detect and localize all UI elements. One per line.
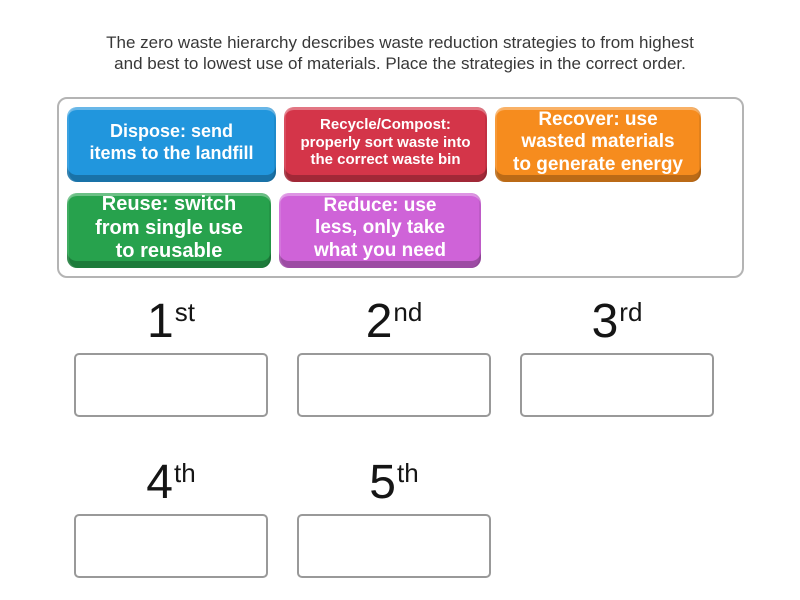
slot-1st-label: 1st [74,287,268,347]
slot-5th-label: 5th [297,448,491,508]
slot-3rd: 3rd [520,287,714,417]
slot-1st: 1st [74,287,268,417]
slot-4th-number: 4 [146,456,173,509]
slot-4th-dropzone[interactable] [74,514,268,578]
slot-4th: 4th [74,448,268,578]
tile-dispose[interactable]: Dispose: send items to the landfill [67,107,276,182]
tile-tray: Dispose: send items to the landfill Recy… [57,97,744,278]
slots-row-1: 1st 2nd 3rd [74,287,800,417]
tile-reuse[interactable]: Reuse: switch from single use to reusabl… [67,193,271,268]
tile-reduce-label: Reduce: use less, only take what you nee… [314,195,446,261]
tile-dispose-label: Dispose: send items to the landfill [89,121,254,163]
slot-3rd-number: 3 [591,295,619,348]
slot-2nd-suffix: nd [393,297,423,327]
slots-row-2: 4th 5th [74,448,800,578]
slot-2nd-number: 2 [365,295,393,348]
slot-2nd: 2nd [297,287,491,417]
slot-2nd-label: 2nd [297,287,491,347]
tile-reduce[interactable]: Reduce: use less, only take what you nee… [279,193,481,268]
slot-5th-number: 5 [369,456,396,509]
slot-5th-dropzone[interactable] [297,514,491,578]
tile-reuse-label: Reuse: switch from single use to reusabl… [95,193,243,263]
tile-recycle-compost-label: Recycle/Compost: properly sort waste int… [300,116,471,169]
slot-4th-label: 4th [74,448,268,508]
slot-1st-suffix: st [174,297,195,327]
slot-3rd-suffix: rd [619,297,643,327]
tile-recover-label: Recover: use wasted materials to generat… [513,109,683,175]
tile-recover[interactable]: Recover: use wasted materials to generat… [495,107,701,182]
slot-1st-number: 1 [147,295,174,348]
slot-5th: 5th [297,448,491,578]
slot-4th-suffix: th [174,458,196,488]
slot-1st-dropzone[interactable] [74,353,268,417]
instructions-line-2: and best to lowest use of materials. Pla… [114,54,686,73]
slot-2nd-dropzone[interactable] [297,353,491,417]
activity-instructions: The zero waste hierarchy describes waste… [0,0,800,74]
slot-3rd-dropzone[interactable] [520,353,714,417]
slot-3rd-label: 3rd [520,287,714,347]
tile-recycle-compost[interactable]: Recycle/Compost: properly sort waste int… [284,107,487,182]
slot-5th-suffix: th [397,458,419,488]
instructions-line-1: The zero waste hierarchy describes waste… [106,33,694,52]
